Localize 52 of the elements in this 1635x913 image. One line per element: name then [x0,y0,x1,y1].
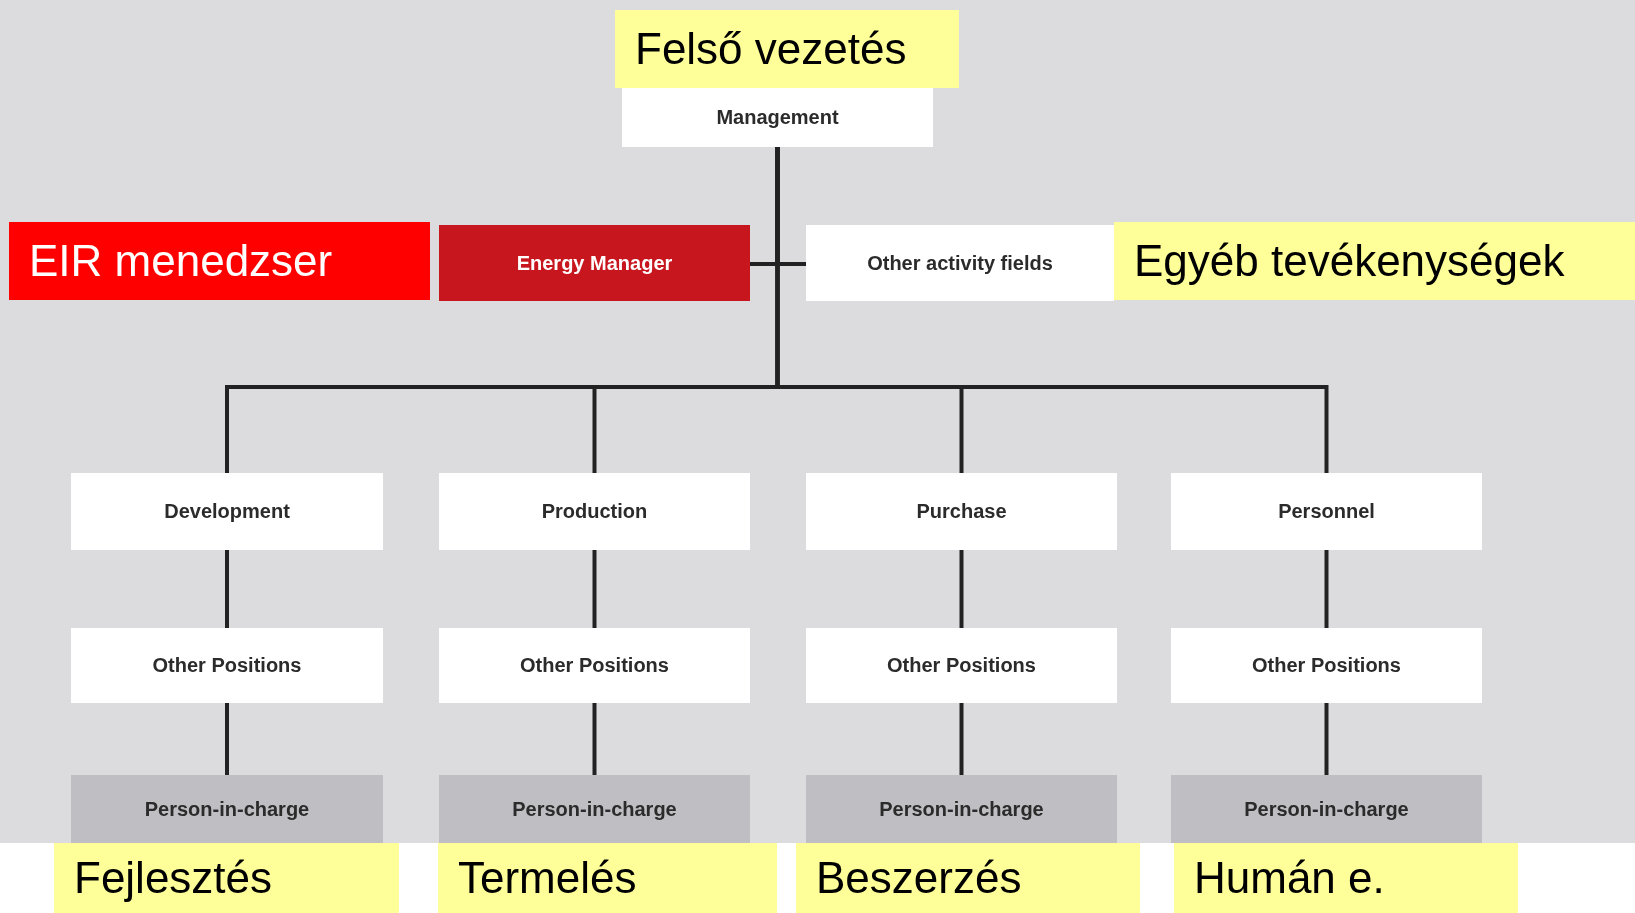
box-label: EIR menedzser [29,236,333,286]
org-box [1171,628,1482,703]
org-box [806,775,1117,843]
box-label: Person-in-charge [1244,797,1409,821]
box-label: Other Positions [1252,654,1401,677]
box-label: Other Positions [887,654,1036,677]
box-label: Other activity fields [867,251,1053,275]
org-box [439,225,750,301]
note-label [1174,843,1518,913]
org-box [439,628,750,703]
org-box [806,225,1114,301]
note-label [615,10,959,88]
org-box [439,775,750,843]
box-label: Egyéb tevékenységek [1134,236,1565,286]
note-label [9,222,430,300]
note-label [796,843,1140,913]
box-label: Purchase [916,500,1007,523]
connector-line [959,550,964,628]
box-label: Development [164,500,290,523]
box-label: Management [716,106,839,129]
box-label: Person-in-charge [512,797,677,821]
box-label: Other Positions [152,654,302,677]
box-label: Felső vezetés [635,24,907,74]
org-box [71,628,383,703]
note-label [54,843,399,913]
box-label: Fejlesztés [74,853,273,903]
connector-line [959,703,964,775]
connector-line [225,550,229,628]
box-label: Production [541,500,648,523]
org-box [806,473,1117,550]
org-box [806,628,1117,703]
org-box [439,473,750,550]
box-label: Person-in-charge [879,797,1044,821]
org-box [71,473,383,550]
box-label: Termelés [458,853,637,903]
box-label: Other Positions [520,654,669,677]
connector-line [592,550,597,628]
note-label [438,843,777,913]
org-box [1171,775,1482,843]
org-box [71,775,383,843]
box-label: Energy Manager [516,251,673,275]
note-label [1114,222,1635,300]
connector-line [1324,703,1329,775]
connector-line [225,703,229,775]
connector-line [592,703,597,775]
org-box [1171,473,1482,550]
box-label: Beszerzés [816,853,1022,903]
box-label: Personnel [1278,500,1375,523]
connector-line [1324,550,1329,628]
org-box [622,88,933,147]
box-label: Humán e. [1194,853,1385,903]
box-label: Person-in-charge [144,797,310,821]
